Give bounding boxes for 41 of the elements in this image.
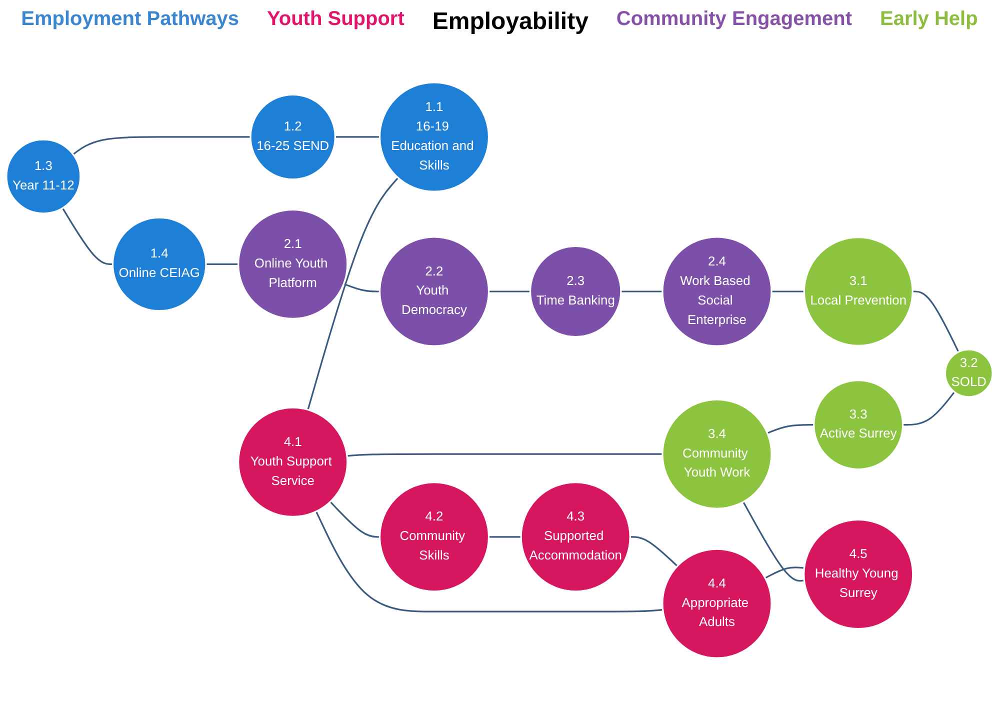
node-circle: 4.4 Appropriate Adults [662, 548, 772, 659]
node-circle: 4.2 Community Skills [378, 481, 490, 592]
node-circle: 3.2 SOLD [944, 348, 994, 398]
connector [767, 424, 814, 434]
connector [488, 536, 522, 538]
node-circle: 1.4 Online CEIAG [112, 216, 207, 312]
connector [772, 290, 804, 292]
connector [72, 136, 251, 155]
connector [742, 501, 804, 582]
node-circle: 4.3 Supported Accommodation [520, 481, 631, 592]
connector [764, 566, 804, 578]
section-label: Employment Pathways [21, 8, 239, 32]
connector [902, 391, 956, 426]
node-circle: 1.2 16-25 SEND [250, 94, 336, 180]
connector [630, 536, 678, 566]
node-circle: 3.4 Community Youth Work [662, 398, 772, 510]
connector [315, 510, 663, 612]
node-circle: 3.3 Active Surrey [813, 379, 904, 470]
section-label: Early Help [880, 8, 978, 32]
node-circle: 2.1 Online Youth Platform [238, 208, 348, 320]
node-circle: 3.1 Local Prevention [803, 236, 914, 346]
node-circle: 2.2 Youth Democracy [378, 236, 490, 347]
connector [620, 290, 662, 292]
node-circle: 1.1 16-19 Education and Skills [378, 81, 490, 192]
connector [335, 136, 380, 138]
node-circle: 2.3 Time Banking [529, 245, 622, 338]
node-circle: 2.4 Work Based Social Enterprise [662, 236, 772, 347]
connector [206, 263, 238, 265]
connector [307, 177, 399, 410]
node-circle: 1.3 Year 11-12 [6, 138, 82, 214]
section-label: Youth Support [267, 8, 404, 32]
connector [488, 290, 530, 292]
section-label: Community Engagement [616, 8, 852, 32]
connector [330, 500, 380, 538]
section-label: Employability [432, 8, 588, 36]
connector [343, 282, 380, 292]
connector [346, 453, 662, 456]
connector [62, 207, 113, 265]
node-circle: 4.5 Healthy Young Surrey [803, 518, 914, 630]
connector [912, 290, 960, 352]
node-circle: 4.1 Youth Support Service [238, 406, 348, 518]
